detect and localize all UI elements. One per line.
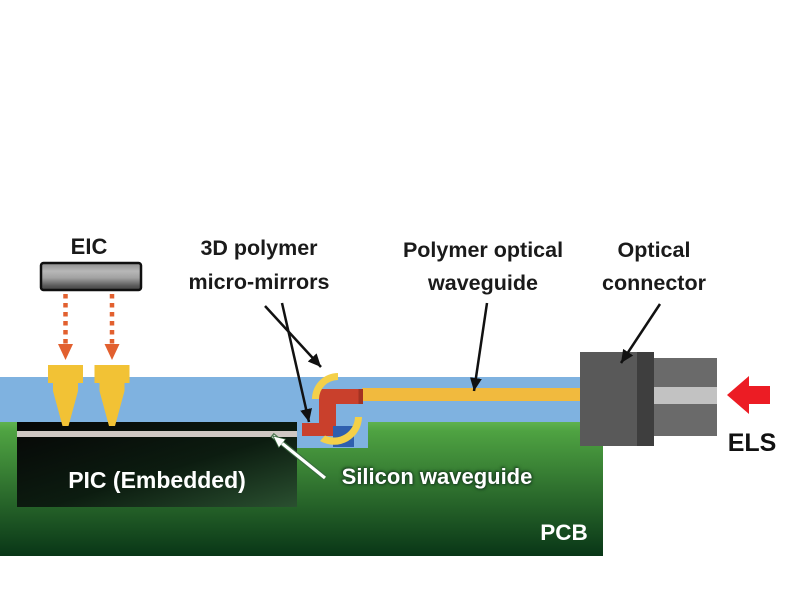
pointer-arrows [264, 302, 662, 423]
eic-label: EIC [70, 234, 108, 259]
pointer-arrow-mirror-bottom [280, 302, 312, 423]
optical-via-coupler-right [94, 365, 130, 426]
silicon-waveguide-stripe [17, 431, 297, 437]
eic-chip [39, 261, 143, 292]
pointer-arrow-waveguide [469, 302, 489, 392]
micro-mirrors-label-line1: 3D polymer [200, 236, 318, 260]
polymer-waveguide [362, 388, 586, 401]
micro-mirrors-label-line2: micro-mirrors [188, 270, 330, 294]
pointer-arrow-mirror-top [264, 305, 322, 368]
optical-connector-label-line1: Optical [617, 238, 691, 262]
pic-chip [17, 422, 297, 507]
pcb-label: PCB [540, 520, 588, 545]
eic-beam-arrowhead-left [58, 344, 73, 360]
els-label: ELS [727, 429, 777, 457]
pic-label: PIC (Embedded) [68, 467, 246, 493]
micro-mirror-top-arc [312, 373, 338, 399]
polymer-waveguide-label: Polymer optical waveguide [403, 234, 563, 300]
silicon-waveguide-label: Silicon waveguide [341, 464, 533, 489]
pointer-arrow-connector [619, 303, 662, 364]
optical-connector-label: Optical connector [602, 234, 706, 300]
optical-via-coupler-left [48, 365, 83, 426]
optical-connector-label-line2: connector [602, 271, 706, 295]
polymer-waveguide-label-line2: waveguide [428, 271, 538, 295]
optical-connector-edge [637, 352, 654, 446]
fiber-core-stripe [654, 387, 717, 404]
mirror-turn-structure [302, 389, 363, 436]
micro-mirror-bottom-arc [320, 417, 362, 445]
polymer-waveguide-label-line1: Polymer optical [402, 238, 564, 262]
pointer-arrow-silicon [271, 434, 327, 480]
eic-beam-arrows [63, 294, 115, 344]
els-direction-arrow-icon [727, 376, 770, 414]
mirror-waveguide-junction [358, 389, 363, 404]
eic-beam-arrowhead-right [104, 344, 120, 360]
micro-mirrors-label: 3D polymer micro-mirrors [189, 231, 330, 299]
